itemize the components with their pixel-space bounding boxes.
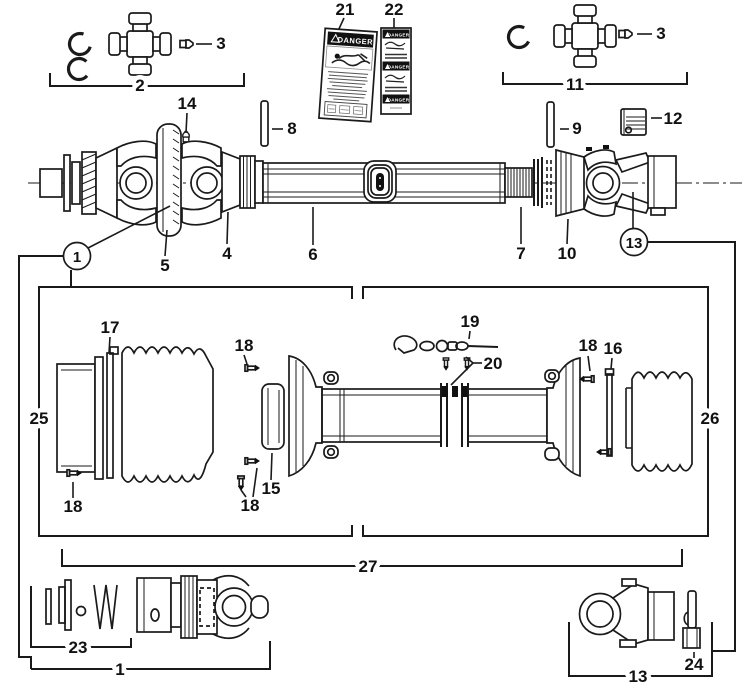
right-joint-and-yoke xyxy=(555,145,677,218)
callout-4: 4 xyxy=(222,244,232,263)
safety-chain xyxy=(393,335,499,354)
shield-screw xyxy=(595,447,612,457)
shield-screw xyxy=(244,456,261,466)
bearing-band-17 xyxy=(106,346,119,479)
bearing-ring-15 xyxy=(261,383,285,450)
shear-bolt-24 xyxy=(682,590,701,649)
bellows-cone-right xyxy=(631,371,693,472)
roll-pin-8 xyxy=(260,100,269,147)
callout-27: 27 xyxy=(359,557,378,576)
qd-yoke-kit: 23 1 xyxy=(30,574,271,684)
danger-decals: 21 22 DANGER xyxy=(318,0,412,123)
end-yoke-kit: 24 13 xyxy=(568,578,713,689)
quick-disconnect-yoke xyxy=(136,574,269,640)
callout-5: 5 xyxy=(160,256,169,275)
callout-14: 14 xyxy=(178,94,197,113)
top-left-ujoint-kit: 3 2 xyxy=(49,12,245,100)
svg-text:13: 13 xyxy=(626,235,643,252)
callout-20: 20 xyxy=(484,354,503,373)
guard-cone-left xyxy=(56,356,104,480)
driveline-assembly: 8 9 12 14 xyxy=(28,94,742,237)
inner-shaft xyxy=(504,157,552,208)
callout-18-top: 18 xyxy=(235,336,254,355)
callout-6: 6 xyxy=(308,245,317,264)
callout-19: 19 xyxy=(461,312,480,331)
danger-decal-large: DANGER xyxy=(318,27,378,123)
danger-decal-strip: DANGER DANGER DANGER xyxy=(380,27,412,115)
callout-13-bottom: 13 xyxy=(629,667,648,686)
repair-kit-23 xyxy=(45,579,118,631)
shield-screw xyxy=(236,475,246,492)
callout-18-bottom: 18 xyxy=(241,496,260,515)
slider-block-12 xyxy=(620,108,647,136)
danger-header: DANGER xyxy=(337,35,373,46)
callout-9: 9 xyxy=(572,119,581,138)
callout-12: 12 xyxy=(664,109,683,128)
callout-25: 25 xyxy=(30,409,49,428)
u-joint-cross xyxy=(553,4,617,68)
callout-26: 26 xyxy=(701,409,720,428)
callout-1-bottom: 1 xyxy=(115,660,124,679)
shield-bearing-left xyxy=(221,150,264,214)
callout-18-cup: 18 xyxy=(64,497,83,516)
roll-pin-9 xyxy=(546,101,555,148)
guard-assembly: 18 17 18 18 15 xyxy=(56,312,693,516)
grease-zerk xyxy=(618,29,633,39)
callout-8: 8 xyxy=(287,119,296,138)
snap-ring xyxy=(62,52,96,86)
svg-text:1: 1 xyxy=(73,249,81,266)
callout-18-right: 18 xyxy=(579,336,598,355)
callout-17: 17 xyxy=(101,318,120,337)
input-yoke-end xyxy=(39,146,118,220)
shield-screw xyxy=(578,374,595,384)
callout-11: 11 xyxy=(566,75,584,94)
callout-frame: 1 5 4 6 7 10 13 25 26 27 xyxy=(18,192,736,669)
callout-3-right: 3 xyxy=(656,24,665,43)
callout-21: 21 xyxy=(336,0,355,19)
chain-screw xyxy=(442,357,450,372)
snap-ring xyxy=(65,29,95,59)
center-guard xyxy=(288,355,581,478)
u-joint-cross xyxy=(108,12,172,76)
wide-angle-joint xyxy=(116,123,224,237)
callout-15: 15 xyxy=(262,479,281,498)
brand-emblem xyxy=(363,160,397,203)
callout-22: 22 xyxy=(385,0,404,19)
callout-10: 10 xyxy=(558,244,577,263)
bearing-band-16 xyxy=(604,368,615,457)
callout-7: 7 xyxy=(516,244,525,263)
callout-23: 23 xyxy=(69,638,88,657)
callout-16: 16 xyxy=(604,339,623,358)
svg-text:DANGER: DANGER xyxy=(388,97,410,102)
end-yoke xyxy=(578,578,675,648)
grease-zerk xyxy=(179,39,194,49)
shield-screw xyxy=(244,363,261,373)
outer-tube xyxy=(262,160,506,204)
bellows-cone-left xyxy=(121,346,214,483)
callout-24: 24 xyxy=(685,655,704,674)
danger-strip-header: DANGER xyxy=(388,32,410,37)
callout-2: 2 xyxy=(135,76,144,95)
svg-text:DANGER: DANGER xyxy=(388,64,410,69)
snap-ring xyxy=(503,21,535,53)
callout-3-left: 3 xyxy=(216,34,225,53)
top-right-ujoint-kit: 3 11 xyxy=(502,4,688,99)
